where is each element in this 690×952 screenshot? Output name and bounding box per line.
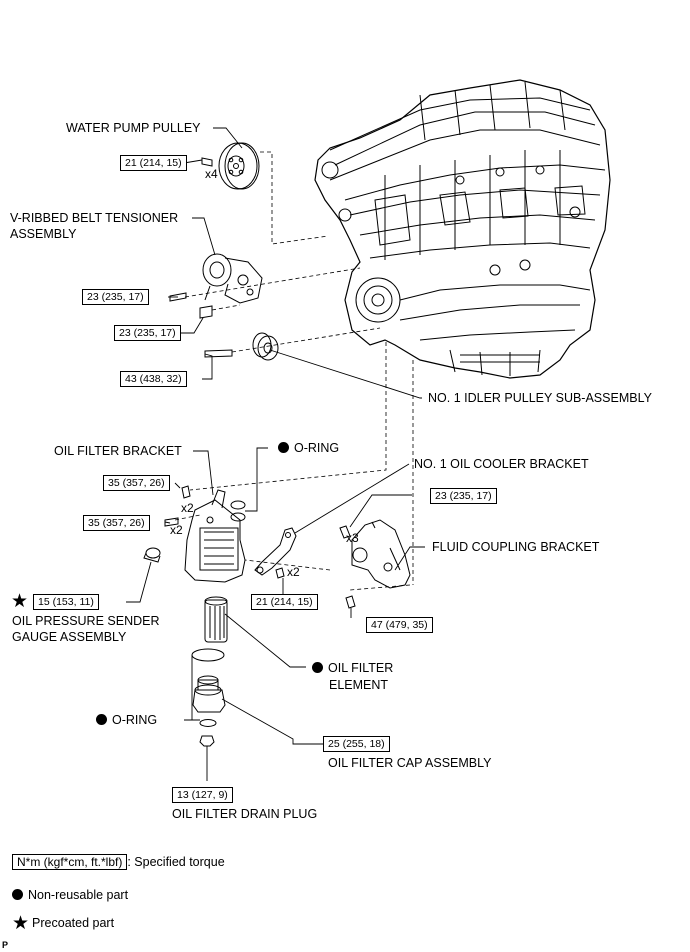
label-belt-tensioner-line2: ASSEMBLY	[10, 227, 77, 241]
fluid-coupling-bracket-drawing	[351, 519, 411, 589]
label-water-pump-pulley: WATER PUMP PULLEY	[66, 121, 201, 135]
torque-water-pump-pulley: 21 (214, 15)	[120, 155, 187, 171]
corner-mark: P	[2, 940, 9, 950]
qty-fluid-coupling: x3	[346, 531, 359, 545]
parts-illustrations	[143, 142, 411, 747]
oil-cooler-bracket-drawing	[254, 527, 297, 576]
legend-precoated: ★Precoated part	[12, 913, 115, 934]
label-oil-filter-cap: OIL FILTER CAP ASSEMBLY	[328, 756, 492, 770]
torque-fluid-coupling-lower: 47 (479, 35)	[366, 617, 433, 633]
label-oil-pressure-sender-line2: GAUGE ASSEMBLY	[12, 630, 127, 644]
non-reusable-dot-icon	[96, 714, 107, 725]
legend-non-reusable: Non-reusable part	[12, 886, 128, 904]
qty-bracket-lower: x2	[170, 523, 183, 537]
engine-block-illustration	[314, 79, 611, 379]
qty-bracket-upper: x2	[181, 501, 194, 515]
oil-filter-element-drawing	[204, 596, 228, 643]
belt-tensioner-drawing	[202, 253, 263, 304]
torque-fluid-coupling-upper: 23 (235, 17)	[430, 488, 497, 504]
legend-torque-desc: : Specified torque	[127, 855, 225, 869]
qty-oil-cooler-bracket: x2	[287, 565, 300, 579]
label-o-ring-top: O-RING	[278, 441, 339, 456]
label-oil-pressure-sender-line1: OIL PRESSURE SENDER	[12, 614, 160, 628]
non-reusable-dot-icon	[12, 889, 23, 900]
precoated-star-icon: ★	[11, 591, 29, 612]
torque-oil-pressure-sender: 15 (153, 11)	[33, 594, 99, 610]
idler-pulley-drawing	[252, 332, 279, 361]
oil-filter-cap-drawing	[192, 675, 226, 713]
label-oil-cooler-bracket: NO. 1 OIL COOLER BRACKET	[414, 457, 589, 471]
oil-pressure-sender-drawing	[143, 547, 161, 563]
oil-filter-bracket-drawing	[184, 489, 246, 583]
legend-torque: N*m (kgf*cm, ft.*lbf): Specified torque	[12, 853, 225, 871]
legend-torque-unit: N*m (kgf*cm, ft.*lbf)	[12, 854, 128, 870]
label-oil-filter-element-line1: OIL FILTER	[312, 661, 393, 676]
qty-water-pump-pulley: x4	[205, 167, 218, 181]
torque-tensioner-bolt-2: 23 (235, 17)	[114, 325, 181, 341]
torque-drain-plug: 13 (127, 9)	[172, 787, 233, 803]
label-belt-tensioner-line1: V-RIBBED BELT TENSIONER	[10, 211, 179, 225]
label-oil-filter-drain-plug: OIL FILTER DRAIN PLUG	[172, 807, 318, 821]
label-o-ring-bottom: O-RING	[96, 713, 157, 728]
torque-tensioner-bolt-1: 23 (235, 17)	[82, 289, 149, 305]
water-pump-pulley-drawing	[218, 142, 260, 190]
torque-idler-pulley: 43 (438, 32)	[120, 371, 187, 387]
non-reusable-dot-icon	[278, 442, 289, 453]
solid-leader-lines	[126, 127, 425, 781]
label-oil-filter-bracket: OIL FILTER BRACKET	[54, 444, 182, 458]
label-fluid-coupling-bracket: FLUID COUPLING BRACKET	[432, 540, 600, 554]
torque-oil-cooler-bracket: 21 (214, 15)	[251, 594, 318, 610]
torque-bracket-upper: 35 (357, 26)	[103, 475, 170, 491]
precoated-star-icon: ★	[12, 913, 30, 934]
label-oil-filter-element-line2: ELEMENT	[329, 678, 389, 692]
torque-bracket-lower: 35 (357, 26)	[83, 515, 150, 531]
non-reusable-dot-icon	[312, 662, 323, 673]
label-idler-pulley: NO. 1 IDLER PULLEY SUB-ASSEMBLY	[428, 391, 652, 405]
torque-oil-filter-cap: 25 (255, 18)	[323, 736, 390, 752]
